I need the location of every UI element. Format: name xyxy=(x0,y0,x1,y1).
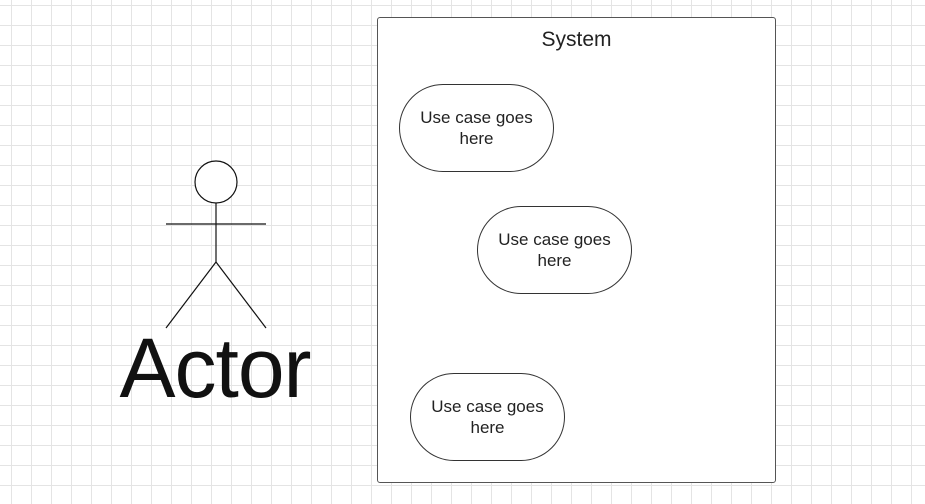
actor-head xyxy=(194,160,238,204)
actor-label[interactable]: Actor xyxy=(119,321,311,415)
actor-left-leg xyxy=(165,261,217,329)
system-title: System xyxy=(541,28,612,51)
use-case-label: Use case goes here xyxy=(420,108,533,148)
use-case-label: Use case goes here xyxy=(431,397,544,437)
use-case-ellipse[interactable]: Use case goes here xyxy=(410,373,565,461)
actor-stick-figure[interactable] xyxy=(160,158,272,333)
use-case-ellipse[interactable]: Use case goes here xyxy=(399,84,554,172)
use-case-label: Use case goes here xyxy=(498,230,611,270)
use-case-ellipse[interactable]: Use case goes here xyxy=(477,206,632,294)
actor-right-leg xyxy=(215,261,267,329)
